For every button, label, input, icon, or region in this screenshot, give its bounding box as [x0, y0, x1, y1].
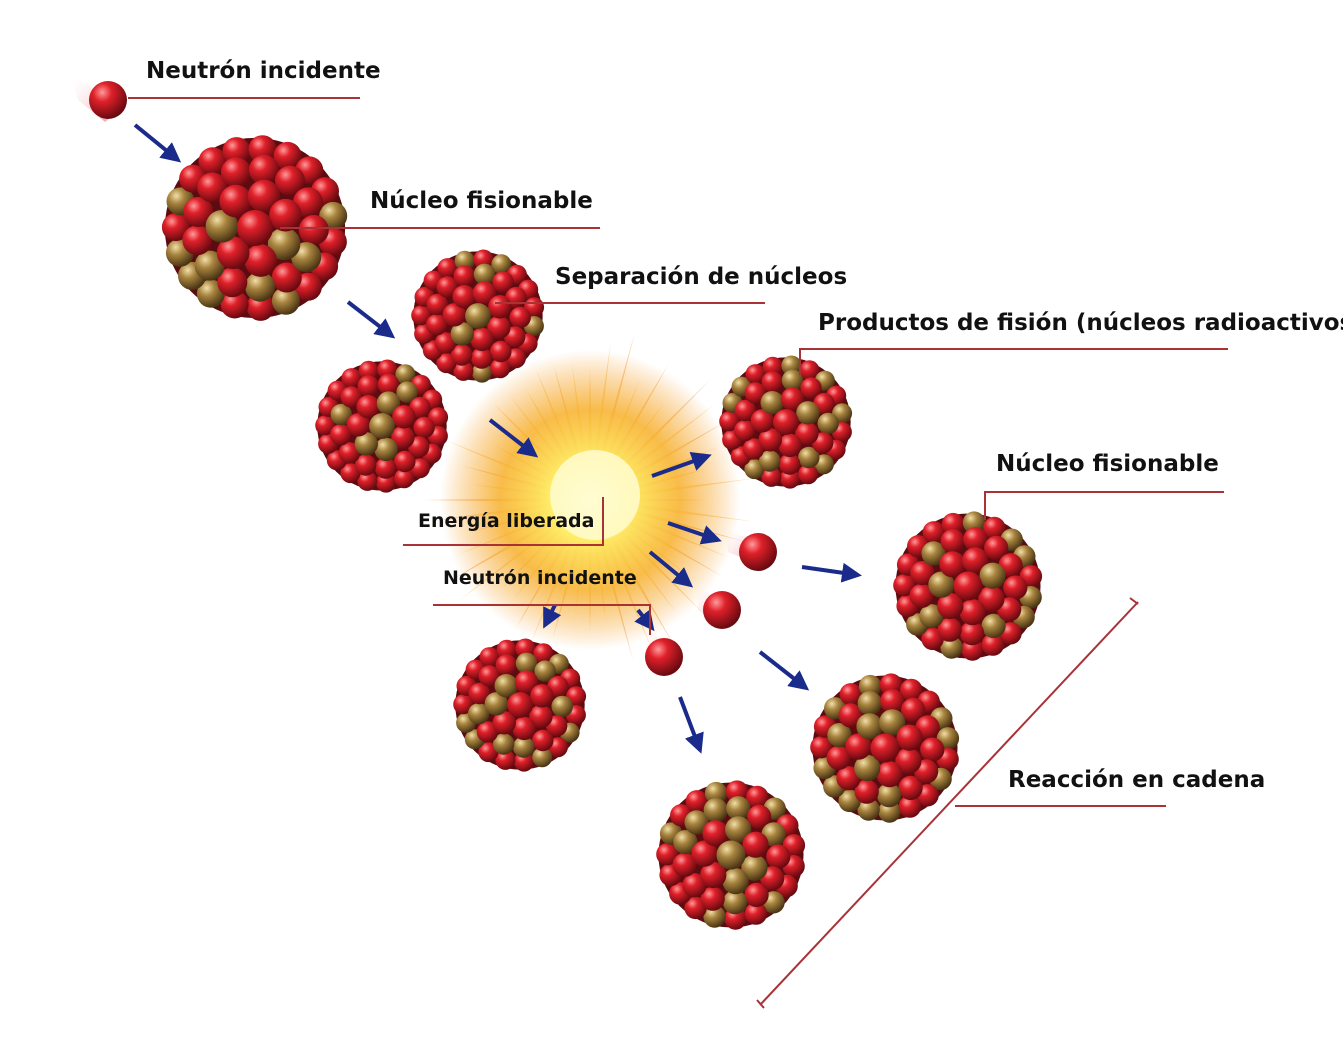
particle	[858, 691, 882, 715]
particle	[510, 307, 531, 328]
particle	[496, 654, 517, 675]
particle	[454, 265, 475, 286]
particle	[897, 725, 923, 751]
split-nucleus-lower	[315, 360, 448, 493]
particle	[374, 438, 397, 461]
particle	[954, 572, 983, 601]
arrow-icon	[680, 697, 700, 750]
particle	[743, 832, 769, 858]
particle	[465, 303, 491, 329]
particle	[237, 210, 273, 246]
particle	[941, 529, 965, 553]
particle	[717, 841, 746, 870]
label-fissionable-nucleus-right: Núcleo fisionable	[996, 453, 1219, 476]
particle	[299, 215, 329, 245]
label-chain-reaction: Reacción en cadena	[1008, 769, 1265, 792]
particle	[512, 717, 535, 740]
particle	[980, 563, 1006, 589]
neutron-emitted-3	[645, 628, 683, 676]
particle	[552, 696, 573, 717]
particle	[871, 734, 900, 763]
label-incident-neutron-top: Neutrón incidente	[146, 60, 381, 83]
particle	[530, 684, 553, 707]
particle	[358, 375, 379, 396]
particle	[773, 409, 799, 435]
fission-nucleus-bottom-right	[810, 673, 959, 822]
particle	[818, 413, 839, 434]
particle	[488, 295, 511, 318]
particle	[766, 845, 790, 869]
label-fission-products: Productos de fisión (núcleos radioactivo…	[818, 312, 1343, 335]
neutron-incident-top	[70, 75, 127, 122]
fission-product-nucleus	[719, 356, 852, 489]
particle	[392, 405, 415, 428]
particle	[796, 401, 819, 424]
particle	[221, 157, 251, 187]
particle	[369, 413, 395, 439]
particle	[877, 761, 903, 787]
arrow-icon	[135, 125, 178, 160]
fission-nucleus-bottom-left	[453, 639, 586, 772]
arrow-icon	[802, 567, 858, 575]
label-fissionable-nucleus-top: Núcleo fisionable	[370, 190, 593, 213]
particle	[762, 371, 783, 392]
particle	[470, 328, 493, 351]
split-nucleus-upper	[411, 250, 544, 383]
particle	[723, 868, 749, 894]
particle	[414, 417, 435, 438]
fission-nucleus-bottom	[656, 780, 805, 929]
particle	[1003, 576, 1027, 600]
label-nuclei-separation: Separación de núcleos	[555, 266, 847, 289]
particle	[960, 599, 986, 625]
neutron-emitted-2	[695, 585, 741, 629]
arrow-icon	[760, 652, 806, 688]
particle	[244, 244, 277, 277]
neutron-emitted-1	[725, 530, 777, 571]
particle	[507, 692, 533, 718]
particle	[269, 199, 302, 232]
label-energy-released: Energía liberada	[418, 512, 594, 531]
particle	[704, 798, 728, 822]
particle	[920, 738, 944, 762]
fissionable-nucleus-right	[893, 511, 1042, 660]
particle	[778, 434, 801, 457]
label-incident-neutron-bottom: Neutrón incidente	[443, 569, 637, 588]
arrow-icon	[348, 302, 392, 336]
